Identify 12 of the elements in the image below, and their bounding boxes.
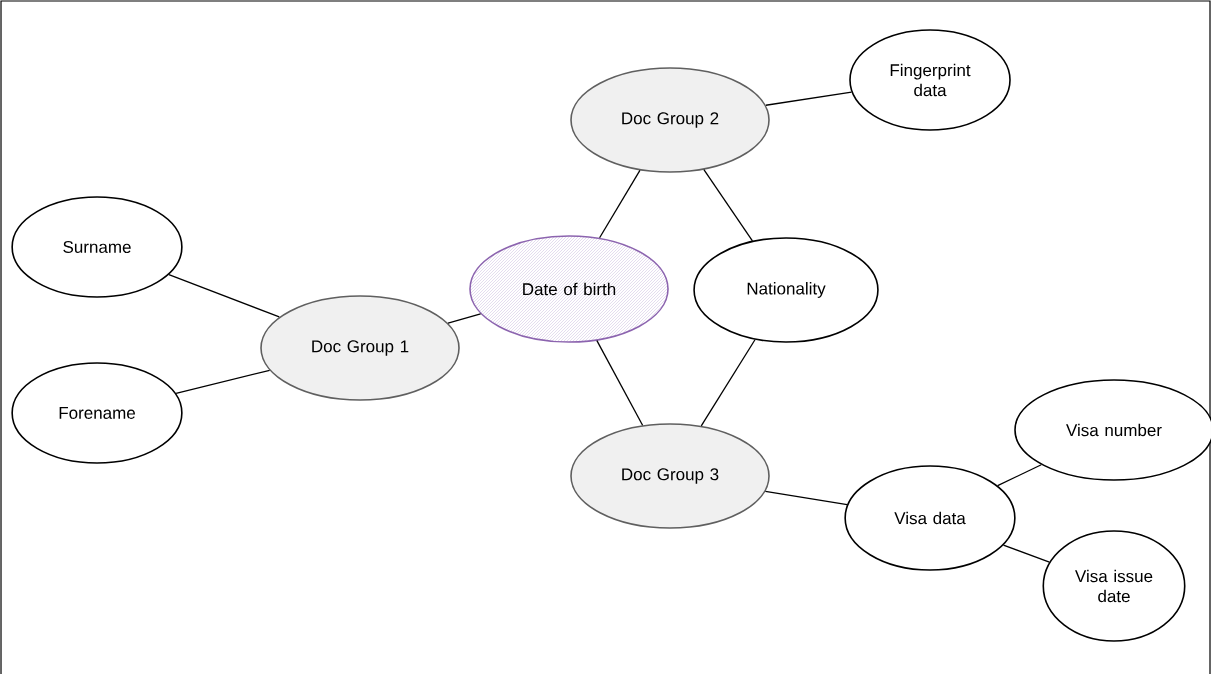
connector-line <box>168 273 280 318</box>
node-label: Visa number <box>1066 423 1162 437</box>
connector-line <box>765 91 853 106</box>
connector-line <box>175 369 271 395</box>
connector-line <box>596 340 644 426</box>
connector-line <box>703 169 754 242</box>
connector-line <box>1002 544 1050 563</box>
connector-line <box>598 169 641 239</box>
connector-line <box>997 464 1042 487</box>
connector-line <box>764 490 848 506</box>
connector-line <box>700 339 756 427</box>
connector-line <box>447 313 482 324</box>
